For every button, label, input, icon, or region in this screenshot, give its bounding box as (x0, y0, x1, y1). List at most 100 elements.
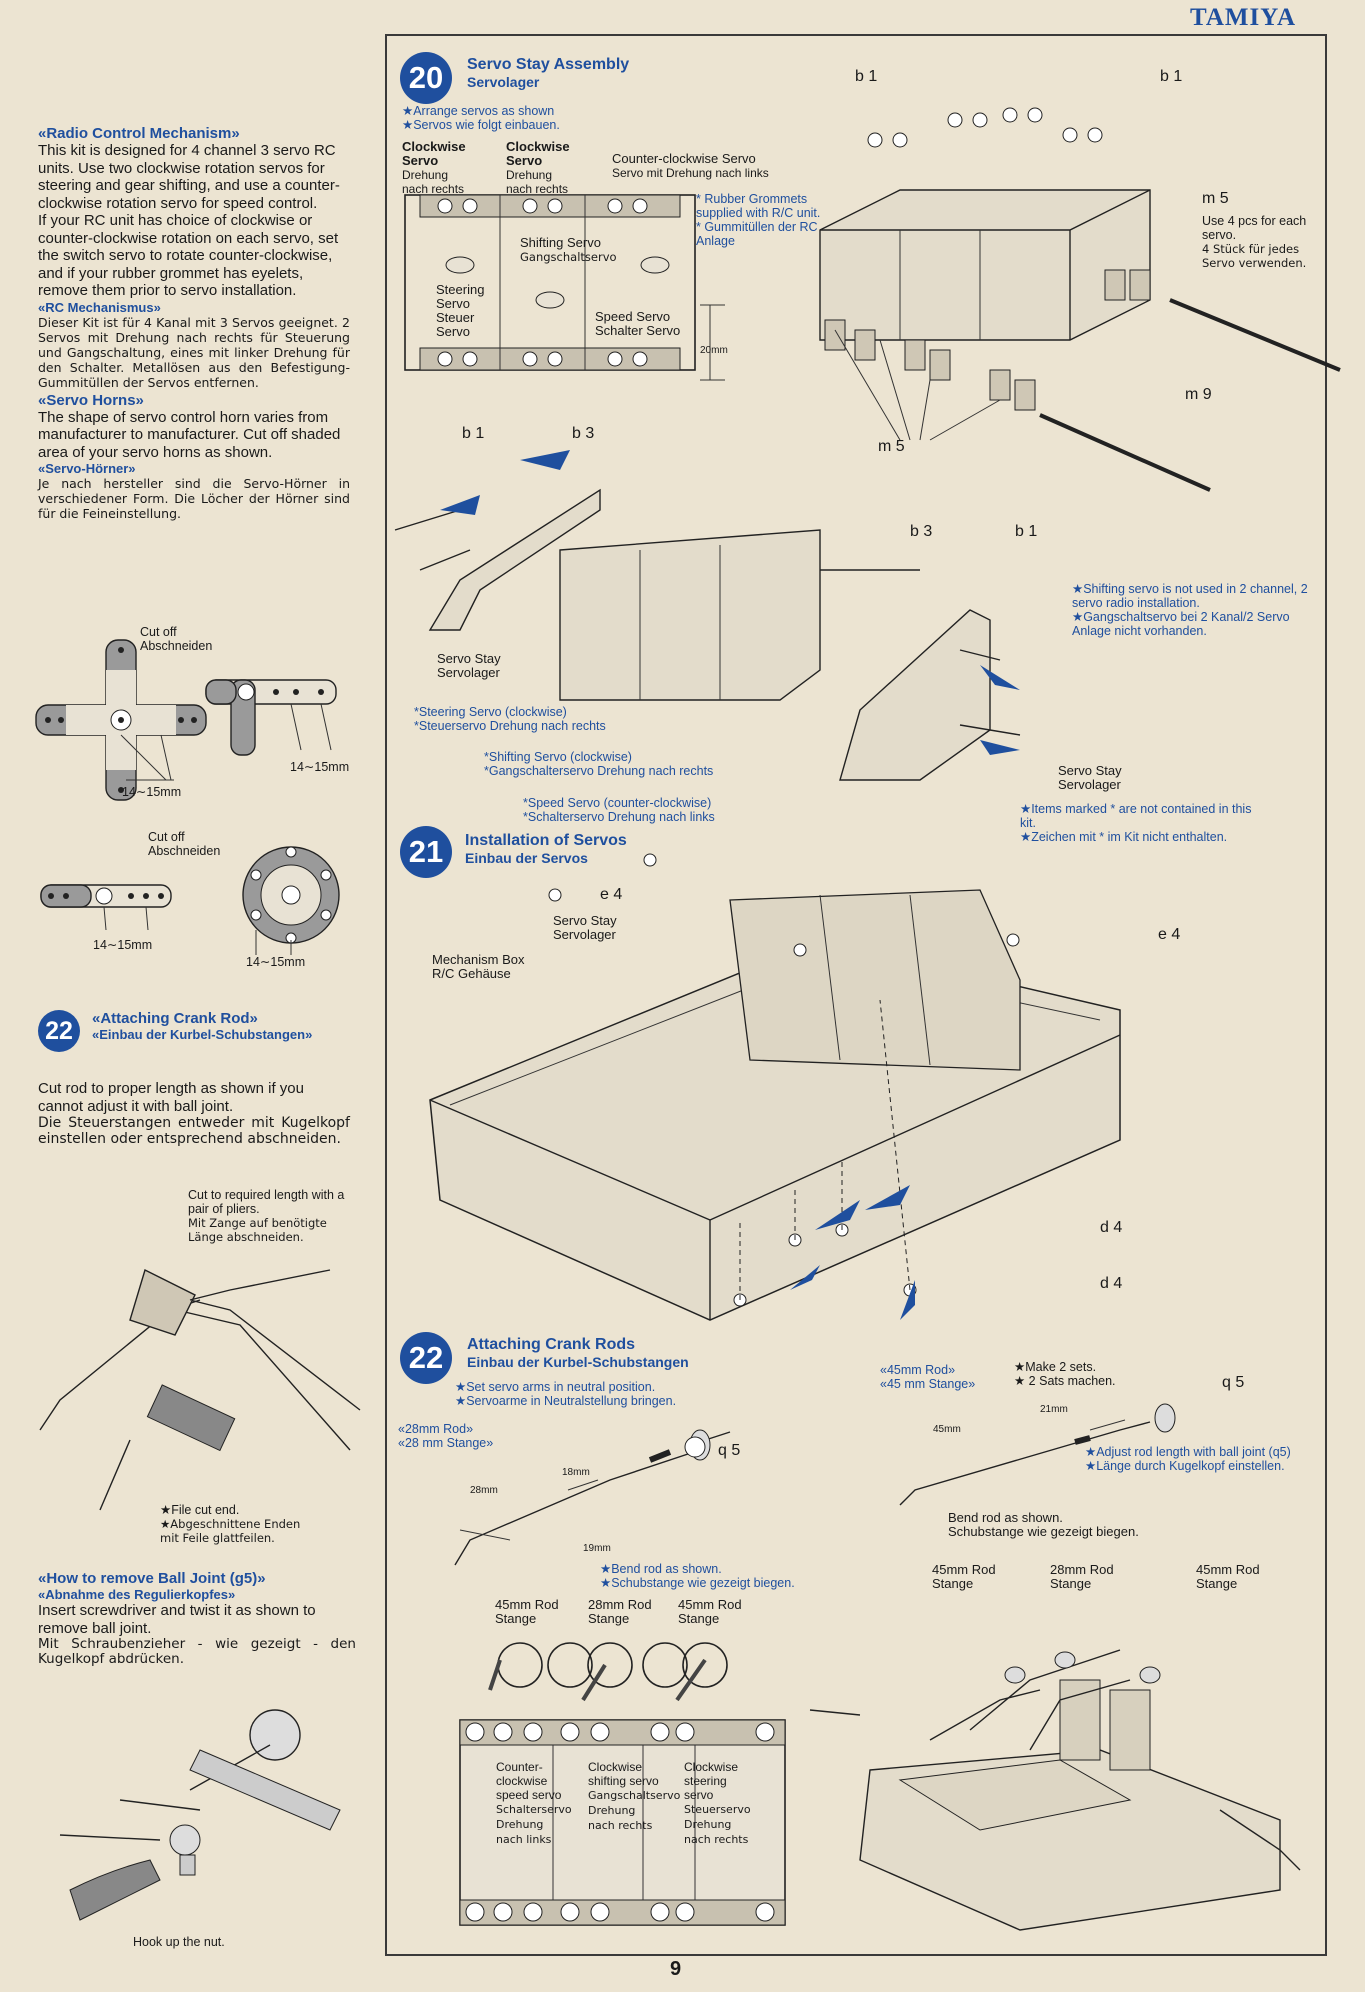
step-22-left-body: Cut rod to proper length as shown if you… (38, 1080, 350, 1147)
step-22-title-de: Einbau der Kurbel-Schubstangen (467, 1354, 689, 1370)
cut-note-en: Cut to required length with a pair of pl… (188, 1188, 345, 1216)
make-sets-note: ★Make 2 sets.★ 2 Sats machen. (1014, 1360, 1116, 1388)
bar-horn-icon (40, 884, 172, 908)
step-20-note: ★Arrange servos as shown ★Servos wie fol… (402, 104, 560, 132)
radio-control-body-en: This kit is designed for 4 channel 3 ser… (38, 142, 340, 299)
servo-layout-top-view (404, 194, 725, 381)
servo-horn-drawings (35, 639, 340, 955)
cut-note: Cut to required length with a pair of pl… (188, 1188, 363, 1244)
step-20-note-de: ★Servos wie folgt einbauen. (402, 118, 560, 132)
step-22-left-title: «Attaching Crank Rod» (92, 1010, 258, 1027)
step-20-badge: 20 (400, 52, 452, 104)
speed-ccw-note: *Speed Servo (counter-clockwise)*Schalte… (523, 796, 715, 824)
m5-label-2: m 5 (878, 438, 905, 455)
step-22-note-en: ★Set servo arms in neutral position. (455, 1380, 656, 1394)
star-horn-icon (242, 846, 340, 944)
step-20-title-de: Servolager (467, 74, 540, 90)
m9-label: m 9 (1185, 386, 1212, 403)
radio-control-title: «Radio Control Mechanism» (38, 125, 240, 142)
cut-note-de: Mit Zange auf benötigte Länge abschneide… (188, 1216, 327, 1244)
dim-18mm: 18mm (562, 1467, 590, 1478)
dim-label-2: 14∼15mm (122, 785, 182, 799)
shifting-cw-note: *Shifting Servo (clockwise)*Gangschalter… (484, 750, 714, 778)
bend-note: Bend rod as shown.Schubstange wie gezeig… (948, 1510, 1139, 1539)
dim-21mm: 21mm (1040, 1404, 1068, 1415)
step-20-titles: Servo Stay Assembly Servolager (467, 56, 629, 90)
items-note: ★Items marked * are not contained in thi… (1020, 802, 1252, 844)
brand-logo: TAMIYA (1190, 4, 1297, 31)
step-22-left-body-en: Cut rod to proper length as shown if you… (38, 1080, 304, 1115)
servo-arms-top-view (459, 1642, 786, 1926)
adjust-note: ★Adjust rod length with ball joint (q5)★… (1085, 1445, 1291, 1473)
file-note-en: ★File cut end. (160, 1503, 240, 1517)
step-21-badge: 21 (400, 826, 452, 878)
dim-45mm: 45mm (933, 1424, 961, 1435)
bend-blue-note: ★Bend rod as shown.★Schubstange wie geze… (600, 1562, 795, 1590)
servo-horns-title: «Servo Horns» (38, 391, 144, 409)
mechanism-box-drawing (429, 853, 1121, 1321)
q5-label-2: q 5 (1222, 1374, 1245, 1391)
steering-cw-note: *Steering Servo (clockwise)*Steuerservo … (414, 705, 606, 733)
ball-joint-body-en: Insert screwdriver and twist it as shown… (38, 1602, 316, 1637)
hook-label: Hook up the nut. (133, 1935, 225, 1949)
step-21-title: Installation of Servos (465, 832, 627, 849)
file-note-de: ★Abgeschnittene Enden mit Feile glattfei… (160, 1517, 301, 1545)
step-20-note-en: ★Arrange servos as shown (402, 104, 555, 118)
pliers-drawing (39, 1269, 361, 1511)
e4-label-2: e 4 (1158, 926, 1181, 943)
steps-frame (385, 34, 1327, 1956)
b1-label-3: b 1 (462, 425, 485, 442)
d4-label-1: d 4 (1100, 1219, 1123, 1236)
step-21-titles: Installation of Servos Einbau der Servos (465, 832, 627, 866)
step-22-left-badge: 22 (38, 1010, 80, 1052)
step-20-title: Servo Stay Assembly (467, 56, 630, 73)
step-22-note: ★Set servo arms in neutral position. ★Se… (455, 1380, 676, 1408)
dim-label-3: 14∼15mm (93, 938, 153, 952)
d4-label-2: d 4 (1100, 1275, 1123, 1292)
step-22-badge: 22 (400, 1332, 452, 1384)
radio-control-body-de: Dieser Kit ist für 4 Kanal mit 3 Servos … (38, 314, 350, 390)
cross-horn-icon (35, 639, 207, 801)
step-21-title-de: Einbau der Servos (465, 850, 588, 866)
steering-servo-label: Steering Servo Steuer Servo (436, 282, 485, 339)
b1-label-4: b 1 (1015, 523, 1038, 540)
b3-label-2: b 3 (910, 523, 933, 540)
rod28-label: «28mm Rod»«28 mm Stange» (398, 1422, 494, 1450)
file-note: ★File cut end. ★Abgeschnittene Enden mit… (160, 1503, 320, 1545)
ball-joint-title: «How to remove Ball Joint (g5)» (38, 1570, 266, 1587)
servo-stay-drawing (394, 450, 1021, 781)
dim-28mm: 28mm (470, 1485, 498, 1496)
shifting-note: ★Shifting servo is not used in 2 channel… (1072, 582, 1308, 638)
q5-label-1: q 5 (718, 1442, 741, 1459)
ball-joint-body-de: Mit Schraubenzieher - wie gezeigt - den … (38, 1636, 356, 1667)
step-22-left-body-de: Die Steuerstangen entweder mit Kugelkopf… (38, 1115, 350, 1147)
rod45-label: «45mm Rod»«45 mm Stange» (880, 1363, 976, 1391)
m5-label: m 5 (1202, 190, 1229, 207)
servo-horns-body-de: Je nach hersteller sind die Servo-Hörner… (38, 476, 350, 521)
t-horn-icon (205, 679, 337, 756)
m5-note: Use 4 pcs for each servo.4 Stück für jed… (1202, 214, 1307, 270)
screwdriver-drawing (59, 1709, 341, 1921)
b1-label-1: b 1 (855, 68, 878, 85)
dim-label-1: 14∼15mm (290, 760, 350, 774)
grommet-note: * Rubber Grommets supplied with R/C unit… (696, 192, 821, 248)
step-22-left-title-de: «Einbau der Kurbel-Schubstangen» (92, 1027, 313, 1042)
page-number: 9 (670, 1958, 682, 1980)
b3-label-1: b 3 (572, 425, 595, 442)
dim-label-4: 14∼15mm (246, 955, 306, 969)
crank-rods-drawing (454, 1403, 1176, 1566)
